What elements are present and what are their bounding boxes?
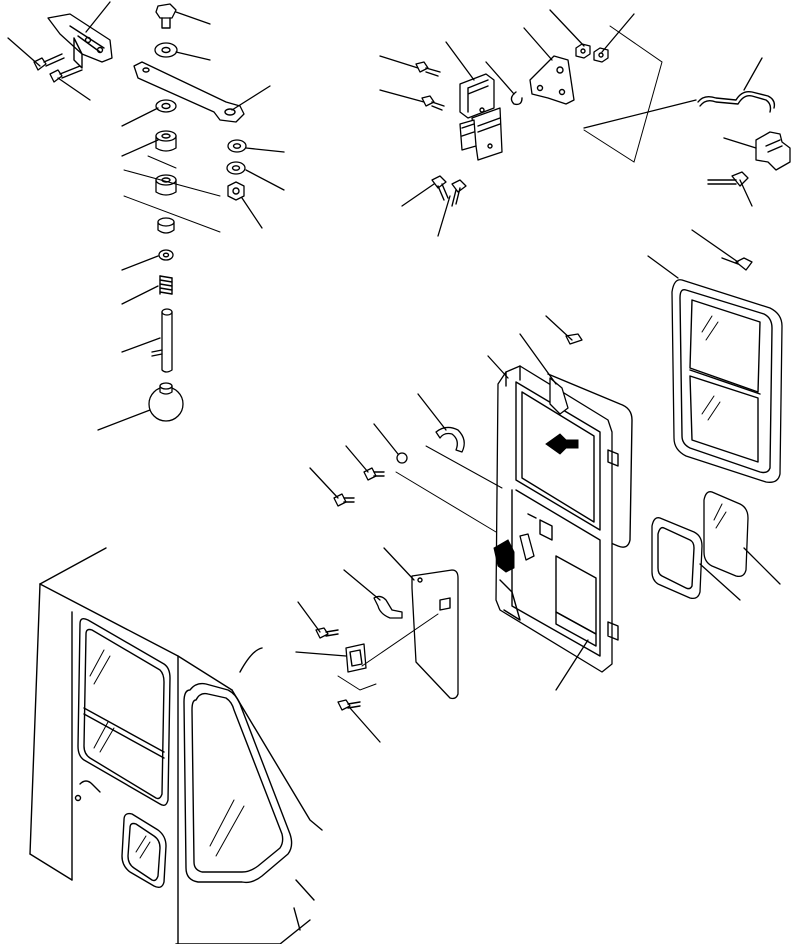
- nut-4: [396, 452, 408, 464]
- spring: [159, 275, 173, 295]
- bolt-hinge-4: [451, 179, 467, 207]
- handle-grip: [435, 426, 465, 453]
- axis-line-1: [123, 155, 221, 233]
- cab-door-window: [77, 617, 171, 807]
- leader-lines-handle: [309, 393, 447, 499]
- leader-lines-lock: [295, 547, 439, 743]
- door-latch: [519, 533, 535, 561]
- door-seal: [547, 373, 633, 548]
- bolt-hinge-1: [415, 61, 441, 77]
- window-frame: [671, 279, 783, 483]
- leader-lines-top-right: [583, 57, 763, 279]
- bushing-2: [155, 174, 177, 196]
- screw-2: [333, 493, 355, 507]
- striker-arrow-2: [493, 539, 515, 573]
- cab-lower-window: [121, 812, 167, 889]
- washer-5: [158, 249, 174, 261]
- leader-lines-top-middle: [379, 9, 635, 237]
- door-catch: [723, 131, 791, 171]
- bolt-hinge-2: [421, 95, 445, 111]
- nut-3: [593, 47, 609, 63]
- lever-plate: [133, 61, 245, 123]
- bushing-1: [155, 130, 177, 152]
- washer-2: [155, 99, 177, 113]
- door-arm: [499, 579, 521, 621]
- bolt-top-center: [155, 3, 177, 29]
- cab-side-window: [183, 682, 293, 884]
- lock-latch: [345, 643, 367, 673]
- bolt-window: [721, 257, 753, 271]
- glass-pane: [703, 491, 749, 578]
- nut-2: [575, 43, 591, 59]
- bolt-catch: [707, 171, 749, 187]
- striker-arrow-1: [545, 433, 579, 455]
- leader-lines-glass: [699, 547, 781, 601]
- cab-body: [29, 547, 323, 944]
- wire-rod: [697, 90, 776, 113]
- ball-knob: [148, 382, 184, 422]
- bolt-top-left-2: [49, 65, 83, 83]
- nut-1: [227, 181, 245, 201]
- screw-1: [363, 467, 385, 481]
- washer-3: [227, 139, 247, 153]
- door-hinge: [459, 73, 503, 161]
- lock-plate: [411, 569, 459, 700]
- lock-handle: [373, 595, 403, 619]
- screw-3: [315, 627, 339, 639]
- bolt-top-left-1: [33, 53, 65, 71]
- door-inner-bar: [549, 377, 569, 415]
- leader-lines-door: [395, 315, 589, 691]
- rubber-seal: [651, 517, 703, 600]
- latch-bracket: [529, 55, 575, 105]
- leader-lines-top-left: [7, 1, 285, 431]
- hinge-bracket: [47, 13, 113, 69]
- screw-4: [337, 699, 361, 711]
- bushing-3: [157, 217, 175, 234]
- bolt-hinge-3: [431, 175, 449, 201]
- washer-1: [154, 42, 178, 58]
- reference-box: [583, 25, 663, 163]
- cab-door-handle: [74, 780, 101, 802]
- washer-4: [226, 161, 246, 175]
- pin: [151, 308, 173, 373]
- clip-ring: [510, 91, 523, 106]
- small-pad: [565, 333, 583, 345]
